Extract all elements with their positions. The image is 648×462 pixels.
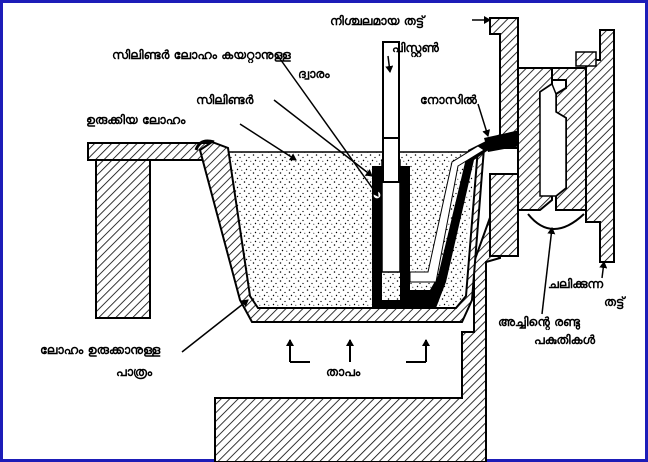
label-die-halves: അച്ചിന്റെ രണ്ടു [498,314,581,331]
fixed-plate-bottom [489,173,519,257]
leader-piston [385,55,394,73]
label-pot: ലോഹം ഉരുക്കാനുള്ള [40,342,162,358]
leader-molten-metal [239,123,297,161]
label-cylinder: സിലിണ്ടർ [196,92,255,107]
label-moving-plate-line2: തട്ട് [604,294,626,310]
cylinder-left-wall [372,166,382,308]
furnace-base [214,211,501,462]
left-furnace-wall [95,159,151,319]
moving-plate [585,29,615,263]
label-die-halves-line2: പകുതികൾ [534,332,596,347]
crucible-pot [198,140,486,323]
label-pot-line2: പാത്രം [116,364,153,380]
label-heat: താപം [326,364,361,379]
label-fixed-plate: നിശ്ചലമായ തട്ട് [330,13,426,29]
pot-rim [194,139,215,151]
die-cavity [539,82,567,197]
leader-moving-plate [599,261,608,279]
leader-nozzle [477,103,491,137]
label-molten-metal: ഉരുക്കിയ ലോഹം [86,112,186,128]
gooseneck-channel [409,145,485,283]
label-nozzle: നോസിൽ [420,92,478,107]
label-moving-plate: ചലിക്കുന്ന [548,276,604,291]
label-piston: പിസ്റ്റൺ [392,40,440,57]
leader-die-halves [541,227,556,315]
leader-cylinder [273,99,373,177]
nozzle [484,130,520,152]
piston-head [382,137,400,183]
leader-port [277,55,379,197]
gooseneck [372,134,500,308]
label-port: സിലിണ്ടർ ലോഹം കയറ്റാനുള്ള [112,47,292,63]
cylinder-right-wall [400,166,410,272]
leader-pot [181,299,249,353]
moving-plate-guide [575,51,597,67]
top-ledge [87,142,211,161]
label-port-line2: ദ്വാരം [298,66,330,81]
